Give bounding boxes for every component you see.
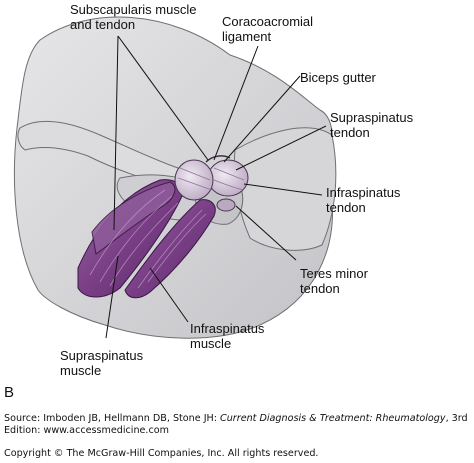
label-supraspinatus-muscle: Supraspinatus muscle — [60, 348, 144, 378]
label-infraspinatus-tendon: Infraspinatus tendon — [326, 185, 401, 215]
source-citation: Source: Imboden JB, Hellmann DB, Stone J… — [4, 413, 474, 437]
subscapularis-muscle — [91, 181, 176, 255]
infraspinatus-muscle — [124, 199, 216, 299]
source-prefix: Source: Imboden JB, Hellmann DB, Stone J… — [4, 413, 221, 424]
label-biceps-gutter: Biceps gutter — [300, 70, 376, 85]
teres-minor-tendon — [216, 198, 236, 212]
label-teres-minor-tendon: Teres minor tendon — [300, 266, 368, 296]
panel-letter: B — [4, 384, 15, 401]
label-infraspinatus-muscle: Infraspinatus muscle — [190, 321, 265, 351]
copyright-notice: Copyright © The McGraw-Hill Companies, I… — [4, 448, 319, 459]
shoulder-anatomy-illustration — [13, 16, 337, 339]
muscle-fibers — [89, 189, 207, 289]
humeral-head — [174, 159, 214, 201]
label-coracoacromial-ligament: Coracoacromial ligament — [222, 14, 314, 44]
label-subscapularis-muscle-and-tendon: Subscapularis muscle and tendon — [70, 2, 197, 32]
source-suffix: , 3rd Edition: www.accessmedicine.com — [4, 413, 468, 436]
source-book-title: Current Diagnosis & Treatment: Rheumatol… — [220, 413, 446, 424]
leader-lines — [105, 35, 327, 339]
supraspinatus-tendon — [207, 159, 249, 197]
tendon-striations — [177, 167, 245, 191]
label-supraspinatus-tendon: Supraspinatus tendon — [330, 110, 414, 140]
